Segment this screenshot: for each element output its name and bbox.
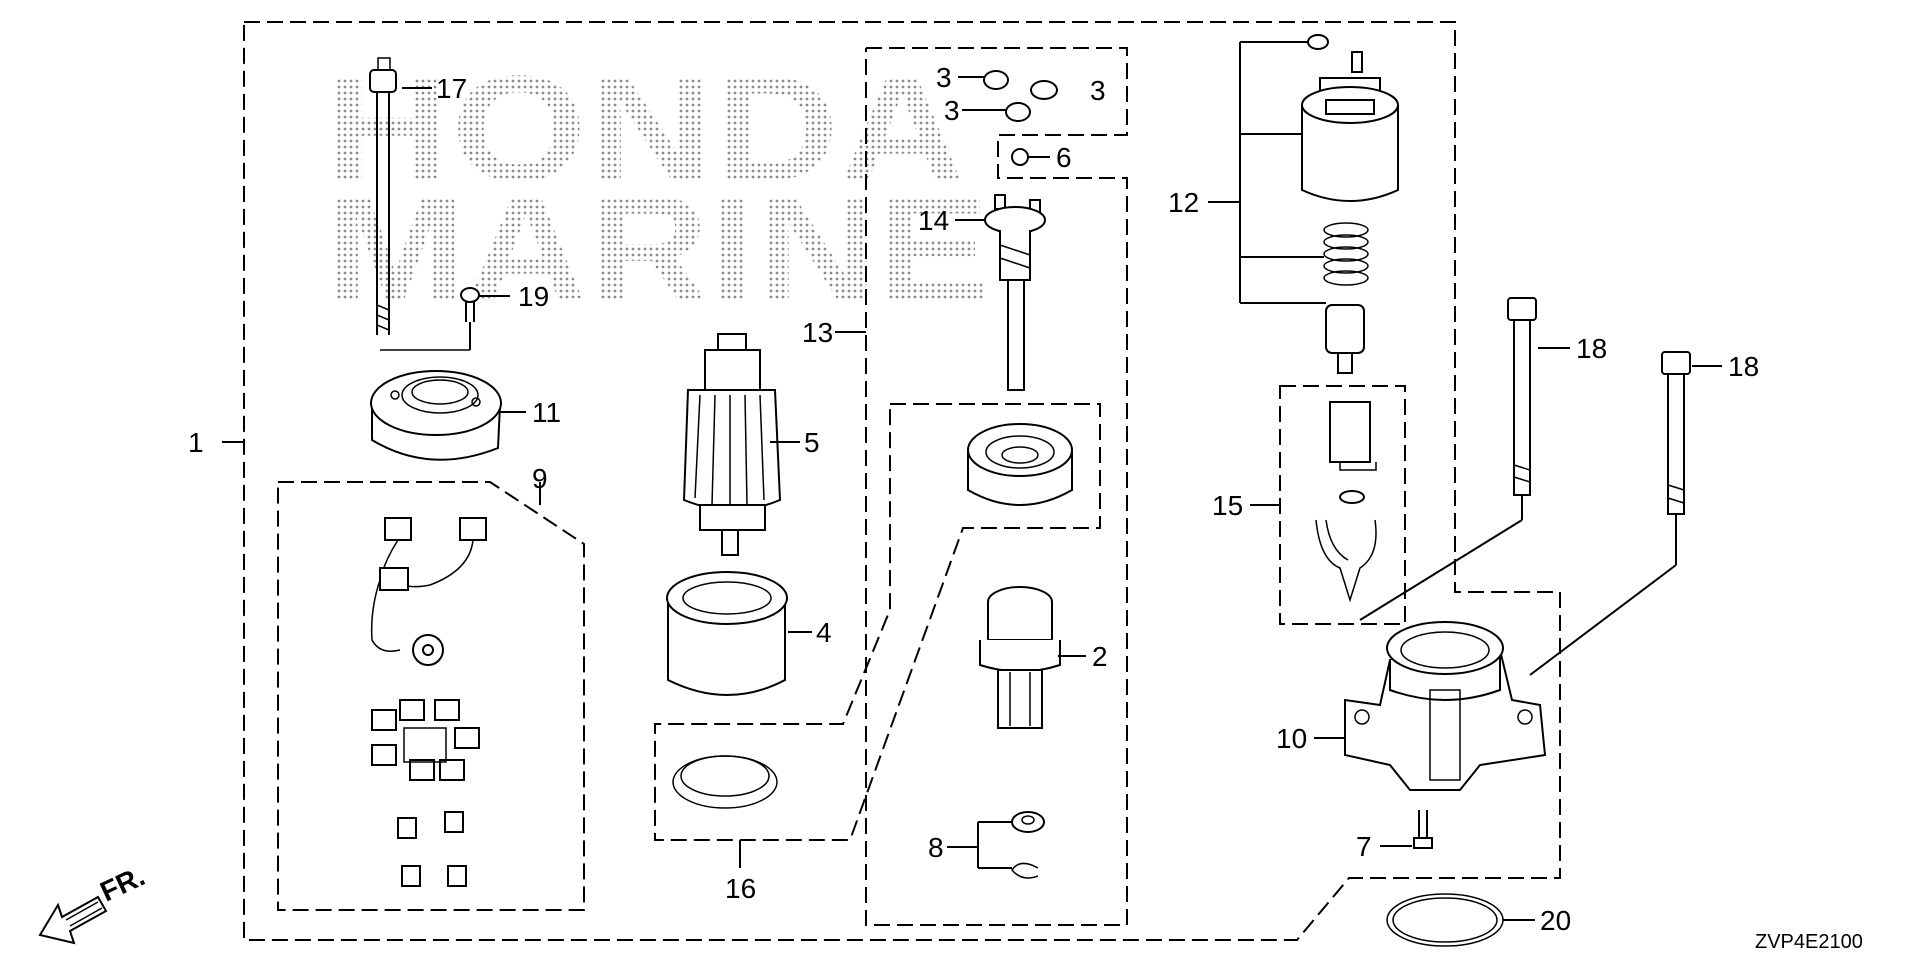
callout-5: 5	[804, 427, 820, 458]
armature-part-5	[682, 333, 782, 556]
ring-gear-group-boundary	[654, 403, 1101, 841]
watermark-line-1: HONDA	[325, 44, 965, 212]
pinion-group-boundary	[865, 47, 1128, 926]
callout-3-a: 3	[936, 62, 952, 93]
diagram-code: ZVP4E2100	[1755, 931, 1863, 953]
spring-part-12	[1323, 222, 1369, 286]
callout-9: 9	[532, 463, 548, 494]
callout-3-b: 3	[1090, 75, 1106, 106]
plunger-part-12	[1325, 304, 1365, 374]
callout-20: 20	[1540, 905, 1571, 936]
leader-lines	[222, 41, 1722, 921]
bolt-part-18-a	[1507, 297, 1537, 496]
solenoid-part-12	[1301, 34, 1399, 202]
nut-part-3	[983, 70, 1058, 122]
callout-3-c: 3	[944, 95, 960, 126]
callout-7: 7	[1356, 831, 1372, 862]
callout-2: 2	[1092, 641, 1108, 672]
front-direction-label: FR.	[95, 860, 149, 907]
brush-kit-boundary	[277, 481, 585, 911]
stop-ring-part-8	[1011, 811, 1045, 879]
snap-ring-part-16	[672, 755, 778, 809]
front-bracket-part-10	[1344, 621, 1547, 791]
yoke-part-4	[666, 571, 788, 696]
callout-18-b: 18	[1728, 351, 1759, 382]
starter-assembly-boundary	[243, 21, 1561, 941]
lever-kit-part-15	[1315, 401, 1377, 603]
callout-16: 16	[725, 873, 756, 904]
bolt-part-18-b	[1661, 351, 1691, 515]
callout-13: 13	[802, 317, 833, 348]
callout-11: 11	[532, 397, 561, 428]
pinion-shaft-part-14	[984, 194, 1046, 391]
callout-4: 4	[816, 617, 832, 648]
callout-8: 8	[928, 832, 944, 863]
screw-part-7	[1413, 810, 1433, 849]
callout-1: 1	[188, 427, 204, 458]
rear-cover-part-11	[370, 349, 502, 461]
callout-6: 6	[1056, 142, 1072, 173]
steel-ball-part-6	[1011, 148, 1029, 166]
o-ring-part-20	[1386, 893, 1504, 947]
callout-15: 15	[1212, 490, 1243, 521]
callout-17: 17	[436, 73, 467, 104]
through-bolt-part-17	[369, 57, 397, 335]
brush-kit-part-9	[370, 517, 487, 887]
watermark-line-2: MARINE	[325, 164, 990, 332]
internal-gear-part	[967, 423, 1073, 506]
callout-14: 14	[918, 205, 949, 236]
clutch-part-2	[979, 586, 1061, 729]
bolt-18a-guide-2	[1359, 519, 1523, 621]
bolt-18b-guide-2	[1529, 564, 1677, 676]
callout-18-a: 18	[1576, 333, 1607, 364]
callout-19: 19	[518, 281, 549, 312]
front-direction-arrow	[38, 895, 108, 945]
callout-10: 10	[1276, 723, 1307, 754]
callout-12: 12	[1168, 187, 1199, 218]
